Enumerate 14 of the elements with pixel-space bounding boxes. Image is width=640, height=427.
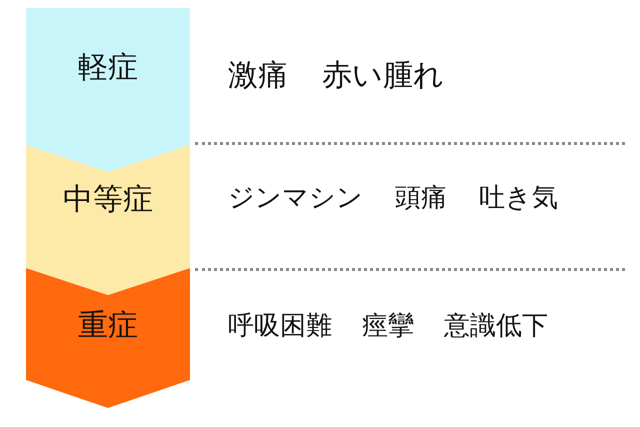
symptom-text: 吐き気 (479, 182, 558, 215)
severity-label: 中等症 (63, 181, 153, 219)
chevron-band (26, 8, 190, 172)
symptom-text: 痙攣 (362, 310, 414, 343)
severity-label: 重症 (78, 307, 138, 345)
symptom-text: 激痛 (228, 57, 288, 95)
severity-label: 軽症 (78, 49, 138, 87)
symptom-text: 意識低下 (444, 310, 548, 343)
symptom-text: 頭痛 (395, 182, 447, 215)
chevron-band (26, 268, 190, 408)
symptom-text: ジンマシン (228, 182, 363, 215)
chevron-band (26, 145, 190, 295)
symptom-text: 呼吸困難 (228, 310, 332, 343)
symptom-text: 赤い腫れ (322, 57, 444, 95)
